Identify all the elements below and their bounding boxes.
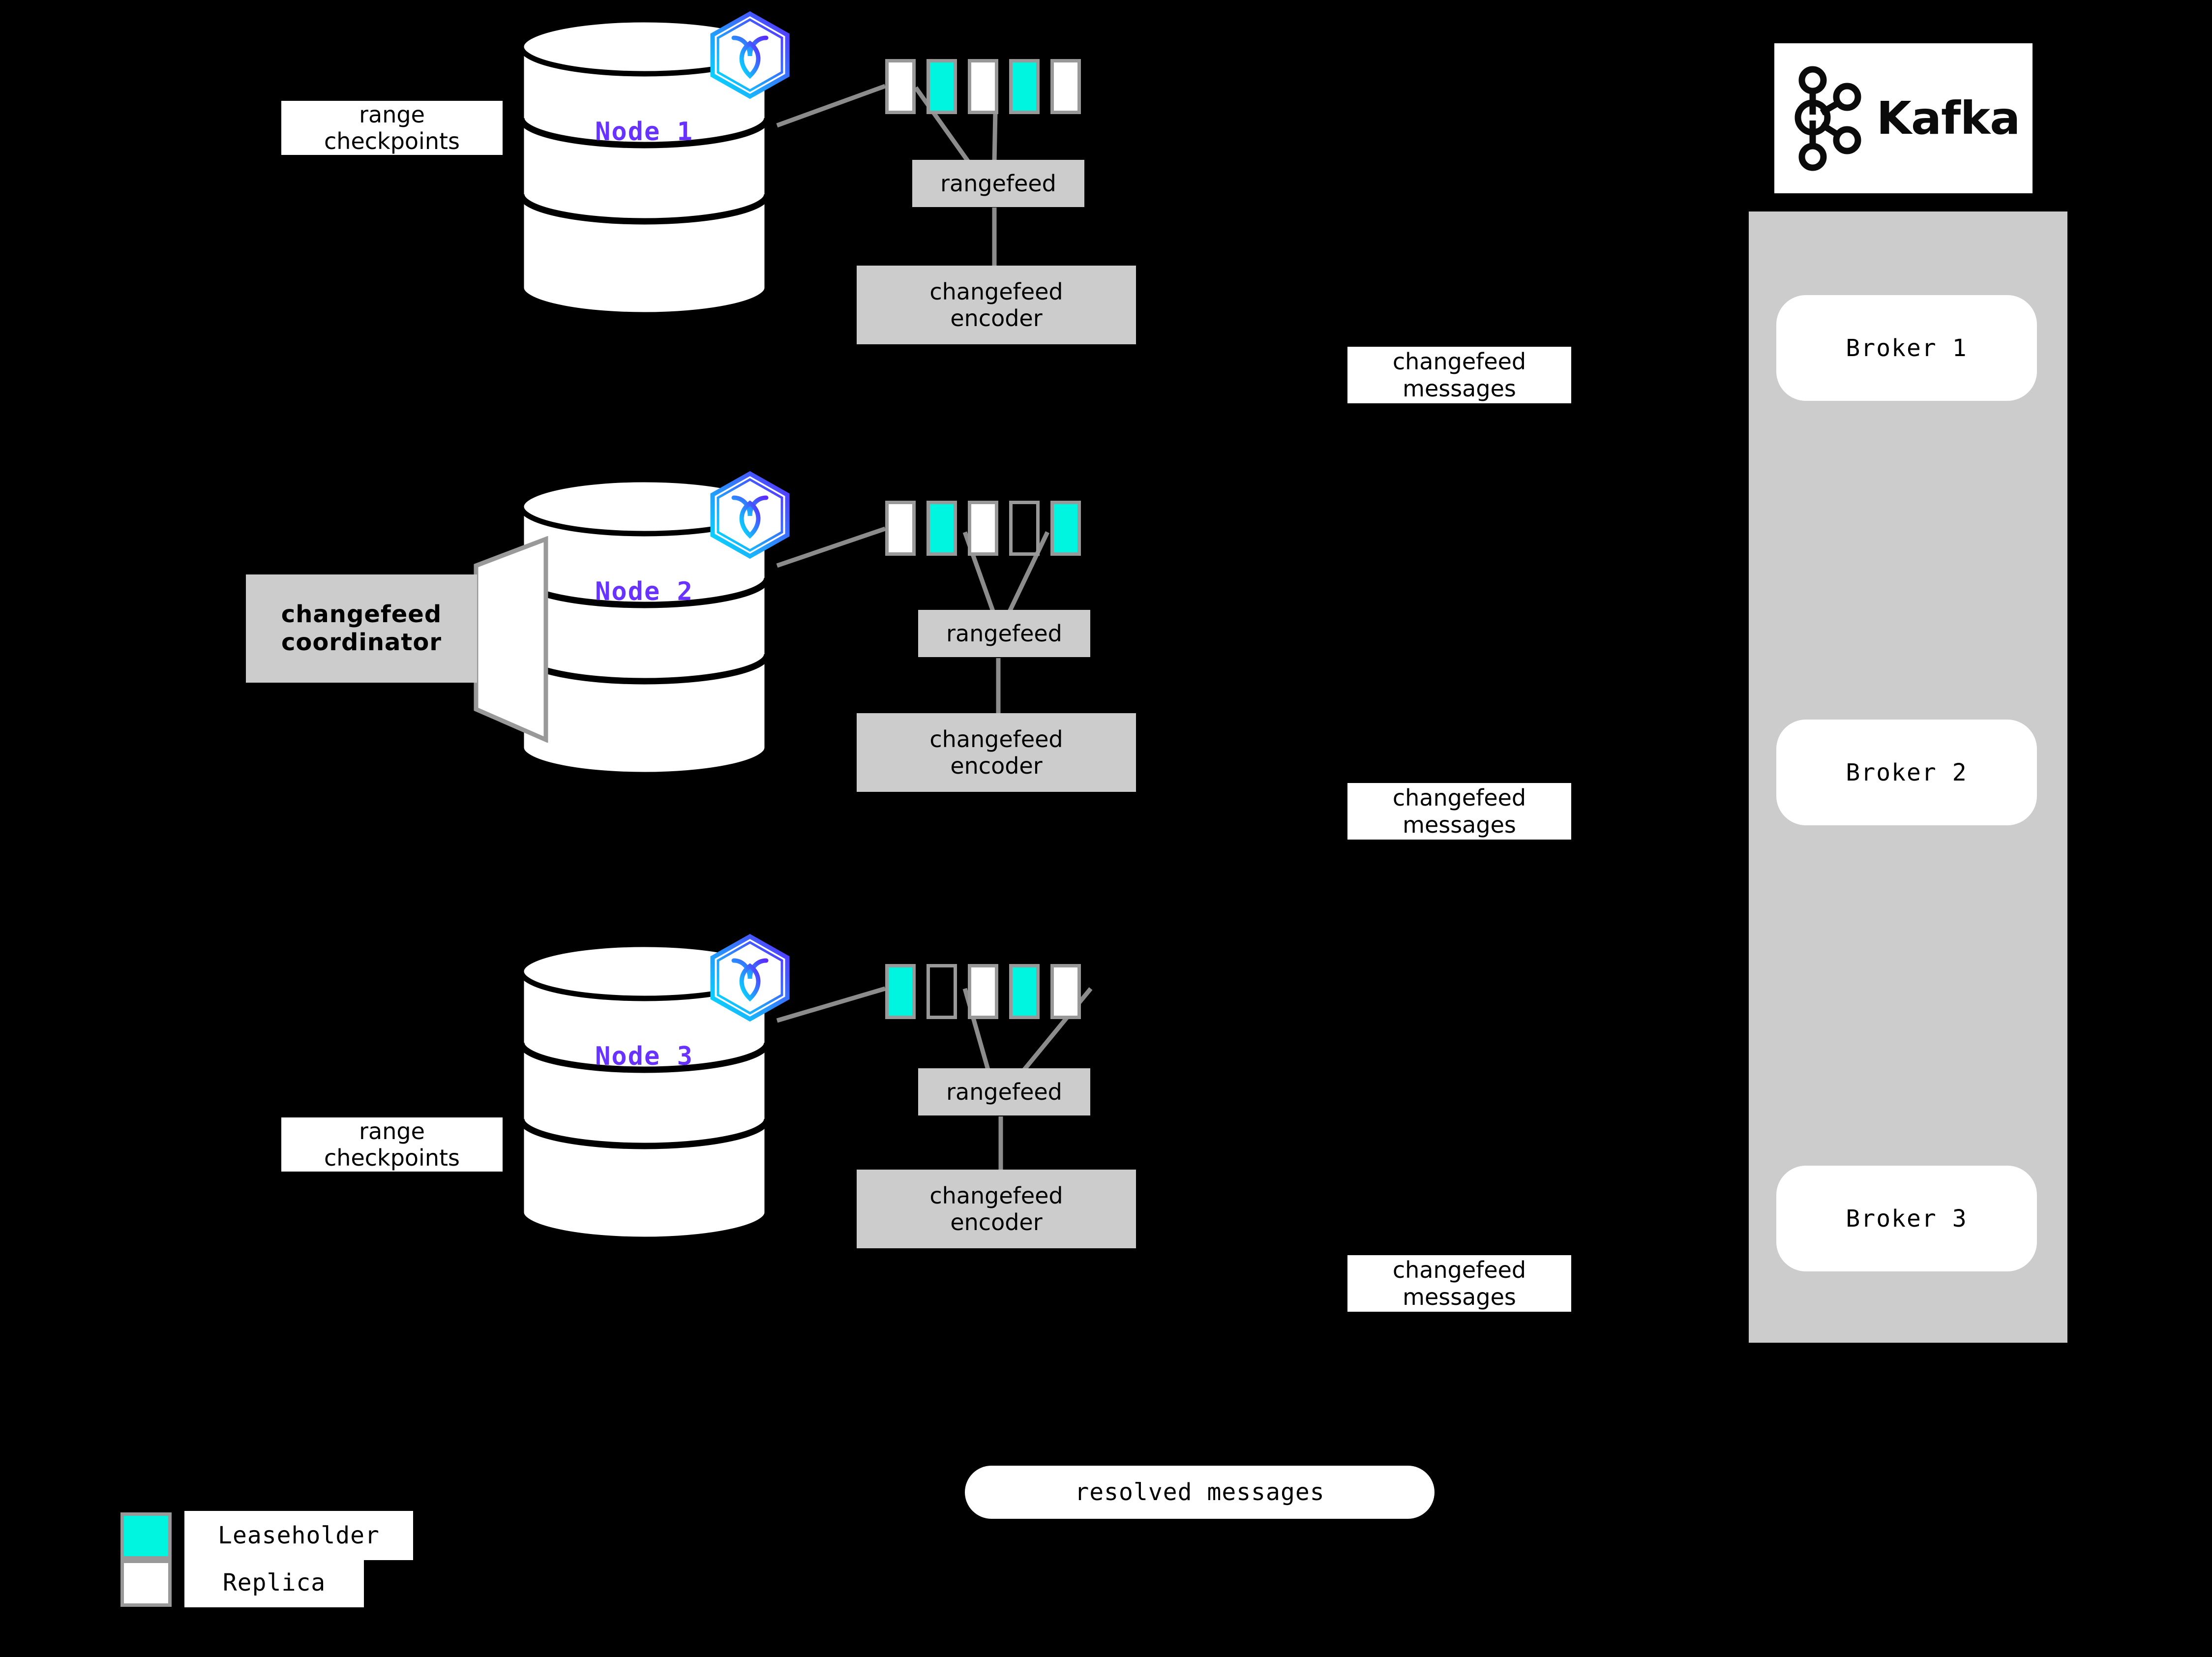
kafka-node-graph-icon (1787, 63, 1866, 174)
changefeed-messages-label-3: changefeed messages (1347, 1255, 1571, 1312)
node-2-range-boxes (885, 501, 1081, 556)
node-2-cylinder: Node 2 (516, 477, 772, 778)
node-1-range-checkpoints-label: range checkpoints (281, 101, 503, 155)
kafka-logo-box: Kafka (1774, 43, 2033, 193)
broker-3-box[interactable]: Broker 3 (1776, 1166, 2037, 1271)
range-box[interactable] (1009, 964, 1040, 1019)
legend-swatch-leaseholder (120, 1512, 172, 1560)
encoder-line1: changefeed (929, 1182, 1063, 1209)
broker-label: Broker 3 (1846, 1205, 1968, 1233)
kafka-wordmark: Kafka (1876, 92, 2021, 145)
node-1-rangefeed-box[interactable]: rangefeed (912, 160, 1084, 207)
node-1-range-boxes (885, 59, 1081, 114)
flow-label-line2: messages (1403, 811, 1516, 838)
coordinator-line2: coordinator (281, 629, 442, 656)
range-box[interactable] (968, 964, 998, 1019)
flow-label-line2: messages (1403, 1283, 1516, 1310)
resolved-messages-label: resolved messages (1075, 1478, 1325, 1506)
changefeed-messages-label-1: changefeed messages (1347, 347, 1571, 403)
legend-swatch-replica (120, 1560, 172, 1607)
flow-label-line1: changefeed (1392, 348, 1526, 375)
range-box[interactable] (927, 59, 957, 114)
cockroachdb-hexagon-icon (708, 11, 792, 99)
flow-label-line2: messages (1403, 375, 1516, 402)
cockroachdb-hexagon-icon (708, 934, 792, 1022)
rangefeed-label: rangefeed (940, 170, 1056, 197)
cockroachdb-hexagon-icon (708, 471, 792, 559)
changefeed-coordinator-box[interactable]: changefeed coordinator (246, 574, 477, 683)
changefeed-messages-label-2: changefeed messages (1347, 783, 1571, 840)
rangefeed-label: rangefeed (946, 1078, 1062, 1105)
encoder-line2: encoder (950, 305, 1043, 331)
resolved-messages-pill[interactable]: resolved messages (965, 1466, 1435, 1519)
node-3-range-boxes (885, 964, 1081, 1019)
broker-1-box[interactable]: Broker 1 (1776, 295, 2037, 401)
encoder-line2: encoder (950, 1209, 1043, 1235)
range-box[interactable] (927, 501, 957, 556)
coordinator-line1: changefeed (281, 601, 442, 629)
node-1-cylinder: Node 1 (516, 17, 772, 318)
broker-label: Broker 1 (1846, 334, 1968, 362)
range-checkpoints-line2: checkpoints (324, 128, 460, 154)
flow-label-line1: changefeed (1392, 784, 1526, 812)
node-3-cylinder: Node 3 (516, 941, 772, 1242)
range-box[interactable] (1009, 501, 1040, 556)
flow-label-line1: changefeed (1392, 1257, 1526, 1284)
node-3-range-checkpoints-label: range checkpoints (281, 1117, 503, 1172)
range-box[interactable] (1009, 59, 1040, 114)
node-1-label: Node 1 (595, 117, 693, 147)
encoder-line1: changefeed (929, 725, 1063, 753)
range-box[interactable] (927, 964, 957, 1019)
node-3-changefeed-encoder-box[interactable]: changefeed encoder (857, 1170, 1136, 1248)
node-2-label: Node 2 (595, 577, 693, 606)
node-2-changefeed-encoder-box[interactable]: changefeed encoder (857, 713, 1136, 792)
range-box[interactable] (1050, 501, 1081, 556)
range-checkpoints-line2: checkpoints (324, 1145, 460, 1171)
rangefeed-label: rangefeed (946, 620, 1062, 647)
broker-2-box[interactable]: Broker 2 (1776, 720, 2037, 825)
broker-label: Broker 2 (1846, 758, 1968, 786)
range-checkpoints-line1: range (359, 1117, 425, 1145)
encoder-line2: encoder (950, 753, 1043, 779)
range-checkpoints-line1: range (359, 101, 425, 128)
coordinator-callout-arrow (474, 536, 548, 743)
node-2-rangefeed-box[interactable]: rangefeed (918, 610, 1090, 657)
range-box[interactable] (1050, 964, 1081, 1019)
node-1-changefeed-encoder-box[interactable]: changefeed encoder (857, 266, 1136, 344)
legend-label-replica: Replica (184, 1558, 364, 1607)
range-box[interactable] (885, 59, 916, 114)
range-box[interactable] (968, 59, 998, 114)
range-box[interactable] (1050, 59, 1081, 114)
node-3-rangefeed-box[interactable]: rangefeed (918, 1068, 1090, 1115)
range-box[interactable] (885, 964, 916, 1019)
node-3-label: Node 3 (595, 1042, 693, 1071)
encoder-line1: changefeed (929, 278, 1063, 305)
range-box[interactable] (968, 501, 998, 556)
legend-text: Replica (222, 1569, 326, 1597)
range-box[interactable] (885, 501, 916, 556)
legend-text: Leaseholder (218, 1522, 380, 1549)
legend-label-leaseholder: Leaseholder (184, 1511, 413, 1560)
